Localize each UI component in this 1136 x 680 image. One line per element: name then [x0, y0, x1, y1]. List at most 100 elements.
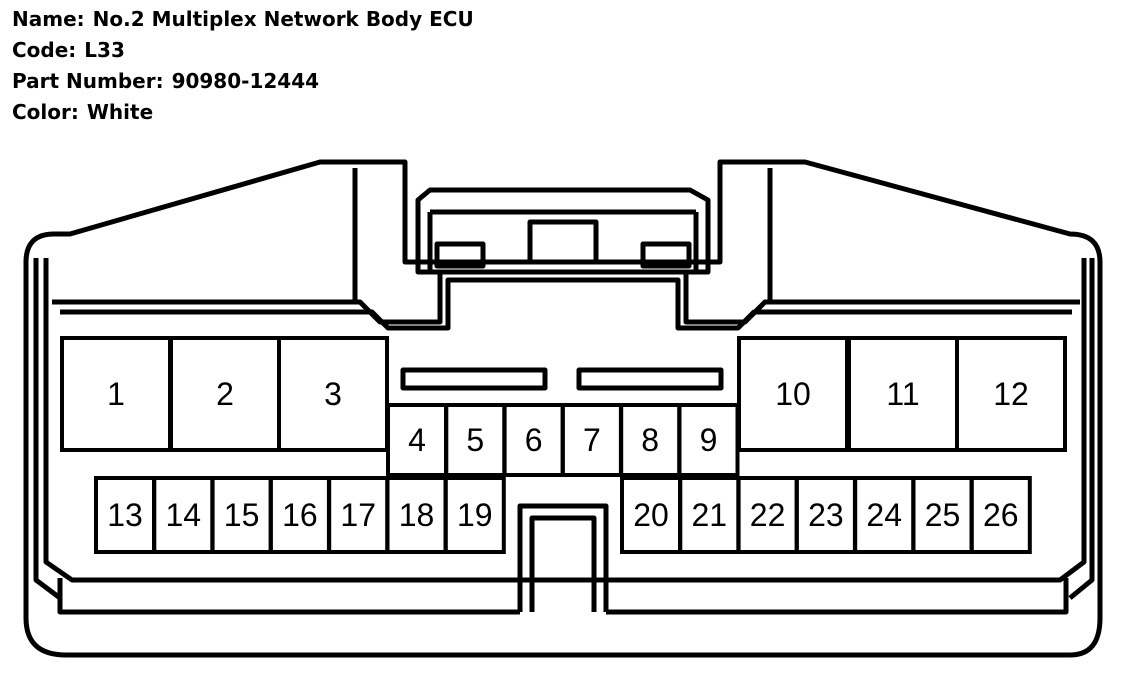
pin-cavity-13: 13 — [94, 476, 156, 554]
lock-tab-inner — [427, 209, 699, 272]
color-row: Color: White — [12, 97, 474, 128]
pin-cavity-box — [169, 336, 281, 452]
pin-cavity-21: 21 — [678, 476, 741, 554]
pin-number: 10 — [775, 376, 811, 412]
pin-cavity-14: 14 — [152, 476, 215, 554]
pin-cavity-19: 19 — [443, 476, 506, 554]
pin-number: 23 — [808, 497, 844, 533]
name-row: Name: No.2 Multiplex Network Body ECU — [12, 4, 474, 35]
pin-cavity-26: 26 — [969, 476, 1032, 554]
pin-number: 12 — [993, 376, 1029, 412]
pin-number: 24 — [866, 497, 902, 533]
key-slot-inner — [529, 515, 597, 612]
pin-cavity-23: 23 — [794, 476, 857, 554]
part-number-label: Part Number: — [12, 69, 164, 93]
pin-number: 16 — [282, 497, 318, 533]
pin-number: 1 — [107, 376, 125, 412]
pin-cavity-box — [677, 403, 740, 477]
pin-number: 5 — [466, 422, 484, 458]
pin-cavity-11: 11 — [847, 336, 959, 452]
pin-cavity-7: 7 — [560, 403, 623, 477]
pin-cavity-12: 12 — [955, 336, 1067, 452]
pin-cavity-box — [60, 336, 172, 452]
pin-cavity-box — [619, 403, 682, 477]
pin-cavity-3: 3 — [277, 336, 389, 452]
pin-cavity-box — [969, 476, 1032, 554]
pin-cavity-box — [385, 476, 448, 554]
pin-number: 2 — [216, 376, 234, 412]
pin-cavity-box — [94, 476, 156, 554]
pin-number: 3 — [324, 376, 342, 412]
key-slot — [517, 503, 609, 612]
pin-cavity-22: 22 — [736, 476, 799, 554]
pin-number: 19 — [457, 497, 493, 533]
pin-number: 11 — [886, 376, 919, 412]
right-side-lock — [1068, 258, 1095, 600]
pin-cavity-18: 18 — [385, 476, 448, 554]
pin-cavity-16: 16 — [268, 476, 331, 554]
pin-number: 4 — [408, 422, 426, 458]
pin-number: 25 — [925, 497, 961, 533]
pin-cavity-15: 15 — [210, 476, 273, 554]
pin-number: 7 — [583, 422, 601, 458]
pin-number: 13 — [107, 497, 143, 533]
pin-cavity-box — [853, 476, 916, 554]
color-value: White — [86, 100, 154, 124]
part-number-row: Part Number: 90980-12444 — [12, 66, 474, 97]
lock-tab-boss — [527, 219, 599, 265]
pin-cavity-25: 25 — [911, 476, 974, 554]
pin-cavity-2: 2 — [169, 336, 281, 452]
housing-outline — [23, 159, 1103, 658]
left-side-lock — [33, 258, 62, 600]
pin-cavity-1: 1 — [60, 336, 172, 452]
pin-number: 14 — [166, 497, 202, 533]
pin-number: 8 — [641, 422, 659, 458]
pin-cavity-box — [268, 476, 331, 554]
pin-cavity-6: 6 — [502, 403, 565, 477]
connector-info: Name: No.2 Multiplex Network Body ECU Cod… — [12, 4, 474, 128]
pin-cavity-8: 8 — [619, 403, 682, 477]
pin-cavity-box — [955, 336, 1067, 452]
pin-cavity-box — [444, 403, 507, 477]
pin-cavity-box — [620, 476, 682, 554]
pin-cavity-box — [560, 403, 623, 477]
name-value: No.2 Multiplex Network Body ECU — [92, 7, 474, 31]
pin-cavity-box — [737, 336, 849, 452]
pin-cavity-24: 24 — [853, 476, 916, 554]
part-number-value: 90980-12444 — [171, 69, 320, 93]
pin-cavity-box — [277, 336, 389, 452]
pin-cavity-box — [736, 476, 799, 554]
pin-cavity-box — [386, 403, 448, 477]
pin-cavity-box — [794, 476, 857, 554]
name-label: Name: — [12, 7, 85, 31]
pin-number: 21 — [692, 497, 728, 533]
pin-number: 18 — [399, 497, 435, 533]
left-slot — [400, 367, 548, 391]
pin-number: 26 — [983, 497, 1019, 533]
color-label: Color: — [12, 100, 79, 124]
bottom-rail — [57, 578, 1069, 615]
lock-tab-left-step — [434, 241, 486, 269]
code-label: Code: — [12, 38, 77, 62]
pin-cavity-box — [443, 476, 506, 554]
pin-number: 6 — [525, 422, 543, 458]
lock-tab — [415, 187, 711, 275]
pin-cavity-4: 4 — [386, 403, 448, 477]
code-value: L33 — [84, 38, 125, 62]
pin-cavity-20: 20 — [620, 476, 682, 554]
lock-tab-right-step — [640, 241, 692, 269]
pin-cavity-9: 9 — [677, 403, 740, 477]
pin-number: 9 — [700, 422, 718, 458]
connector-housing — [23, 159, 1103, 658]
pin-number: 22 — [750, 497, 786, 533]
left-ledge-inner — [60, 277, 1072, 331]
pin-number: 15 — [224, 497, 260, 533]
code-row: Code: L33 — [12, 35, 474, 66]
housing-inner — [43, 258, 1087, 583]
pin-cavity-box — [847, 336, 959, 452]
pin-number: 20 — [633, 497, 669, 533]
pin-cavity-5: 5 — [444, 403, 507, 477]
right-slot — [576, 367, 724, 391]
pin-cavity-17: 17 — [327, 476, 390, 554]
